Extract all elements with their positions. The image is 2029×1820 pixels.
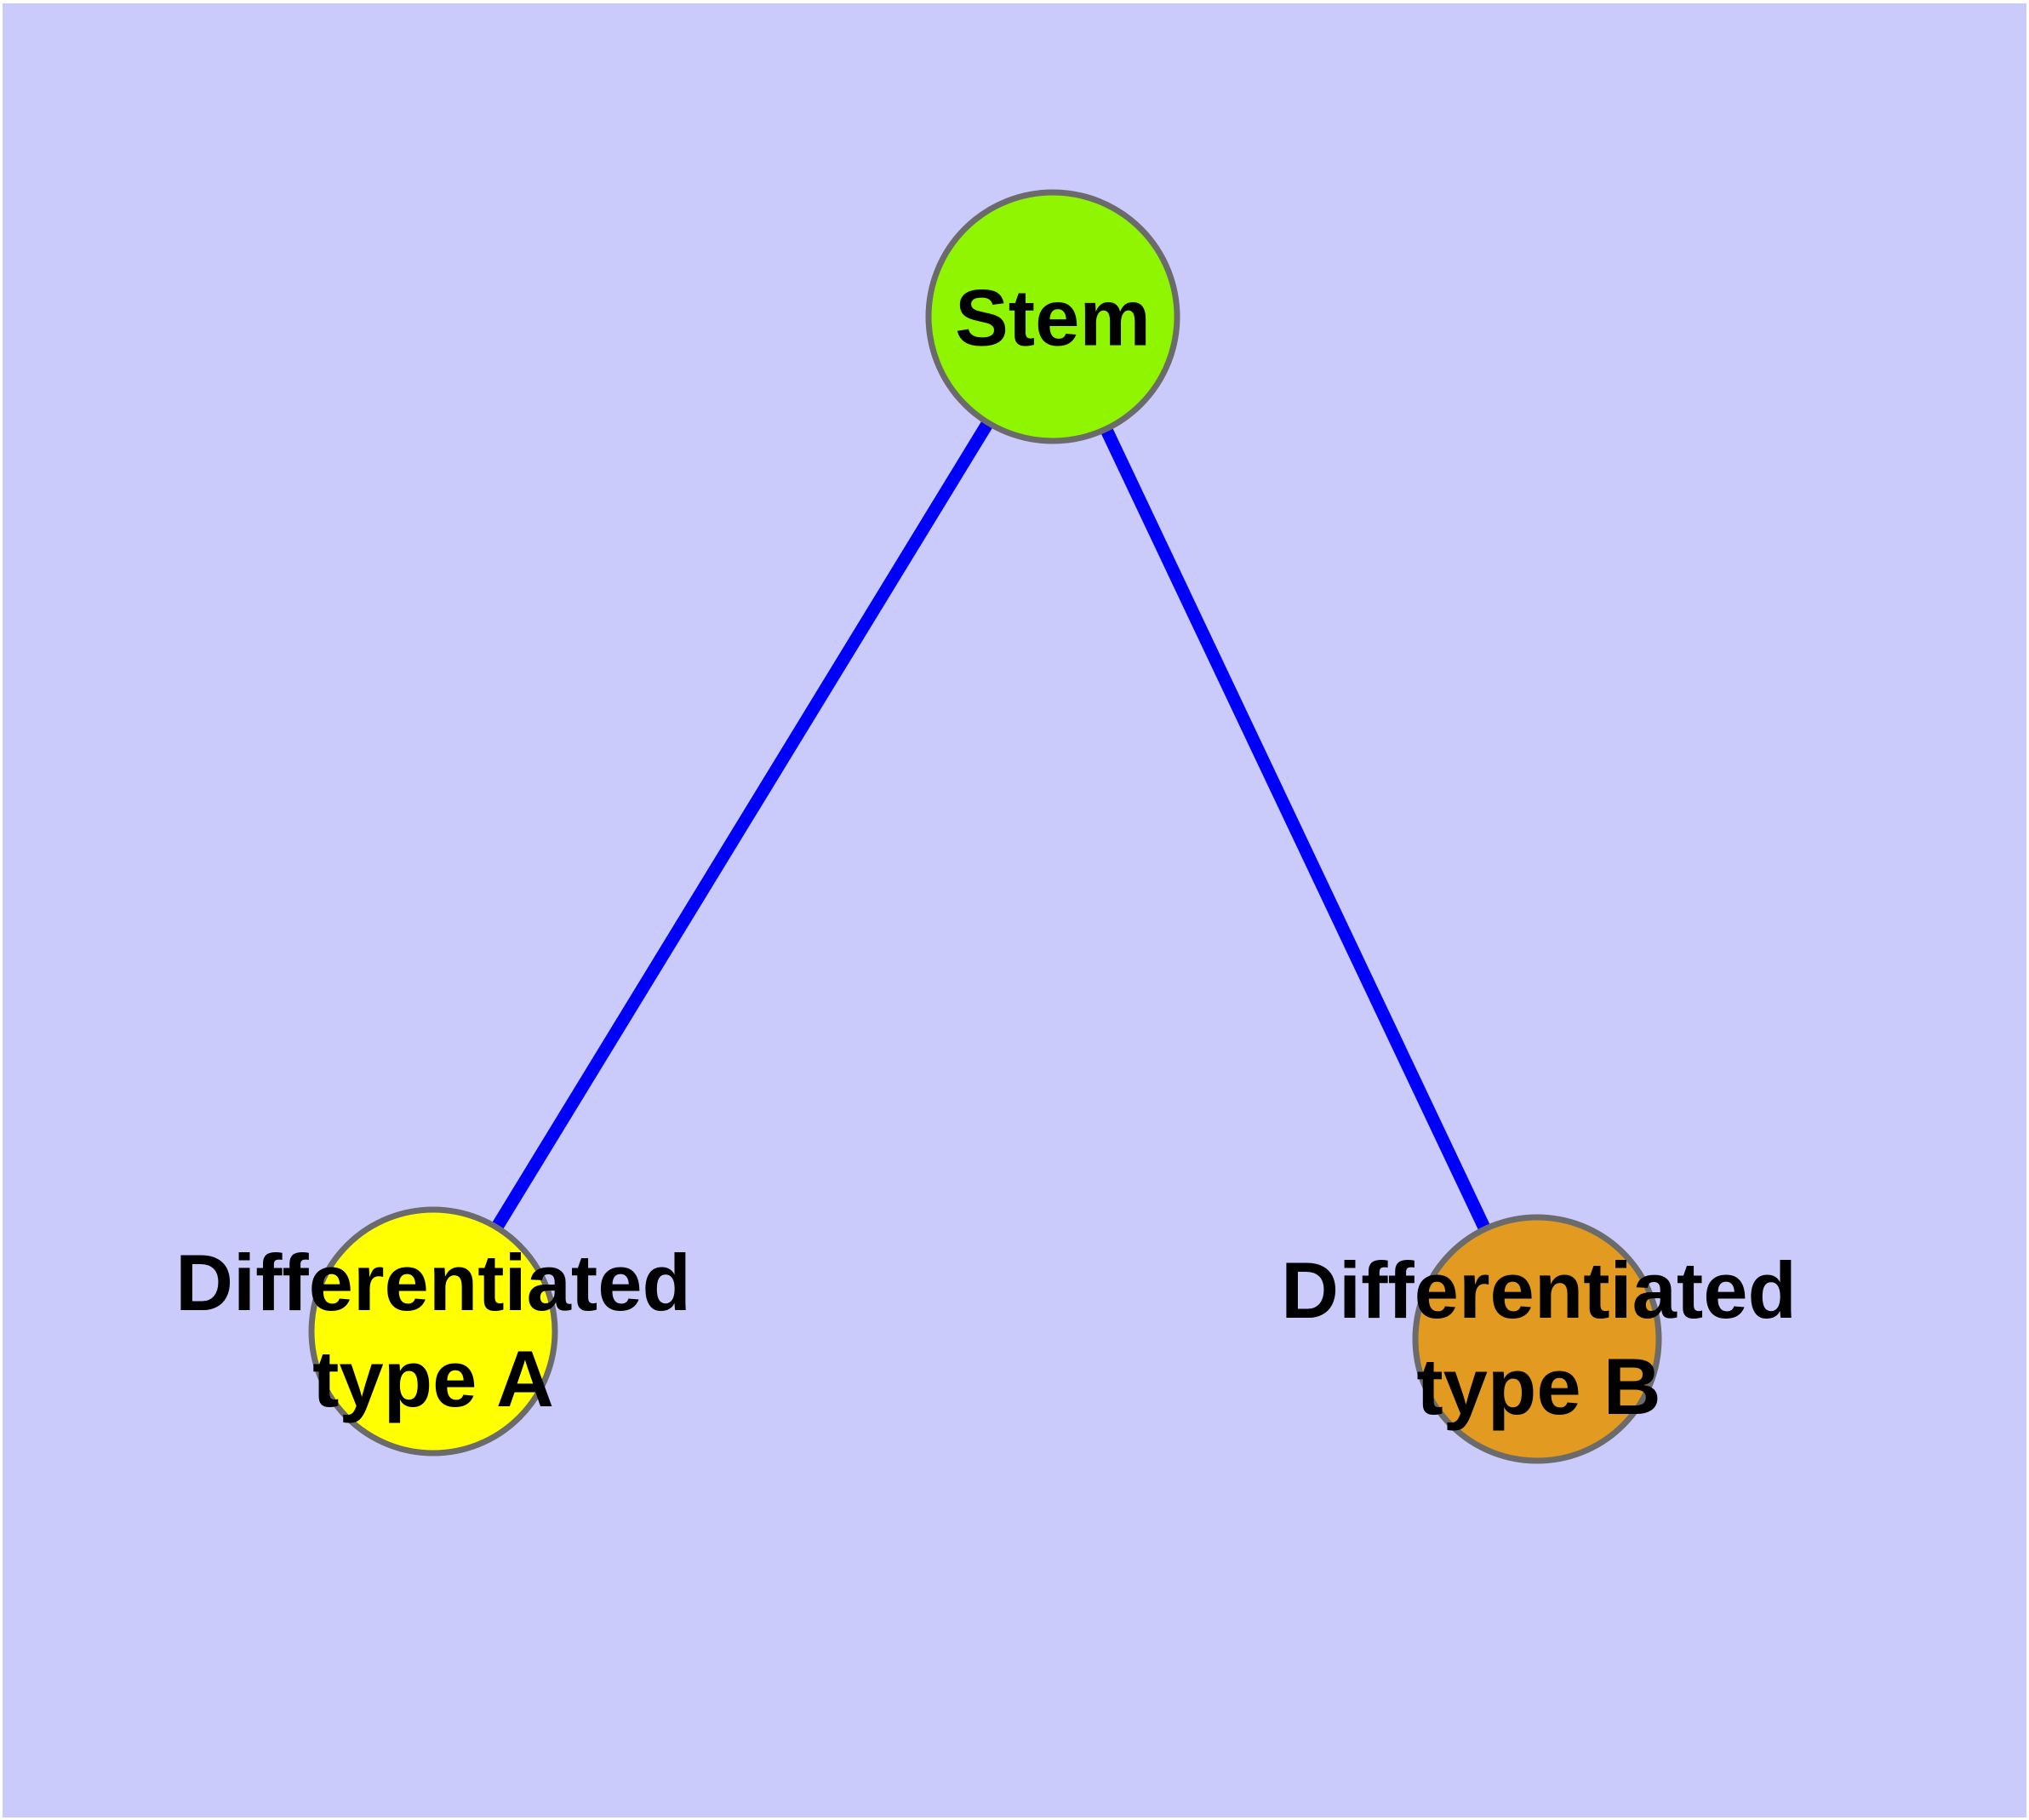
edge-stem-to-type-a — [427, 313, 1059, 1335]
node-differentiated-type-b[interactable] — [1412, 1214, 1662, 1464]
node-differentiated-type-a[interactable] — [308, 1206, 558, 1457]
node-stem[interactable] — [925, 189, 1180, 444]
edge-stem-to-type-b — [1047, 313, 1543, 1342]
